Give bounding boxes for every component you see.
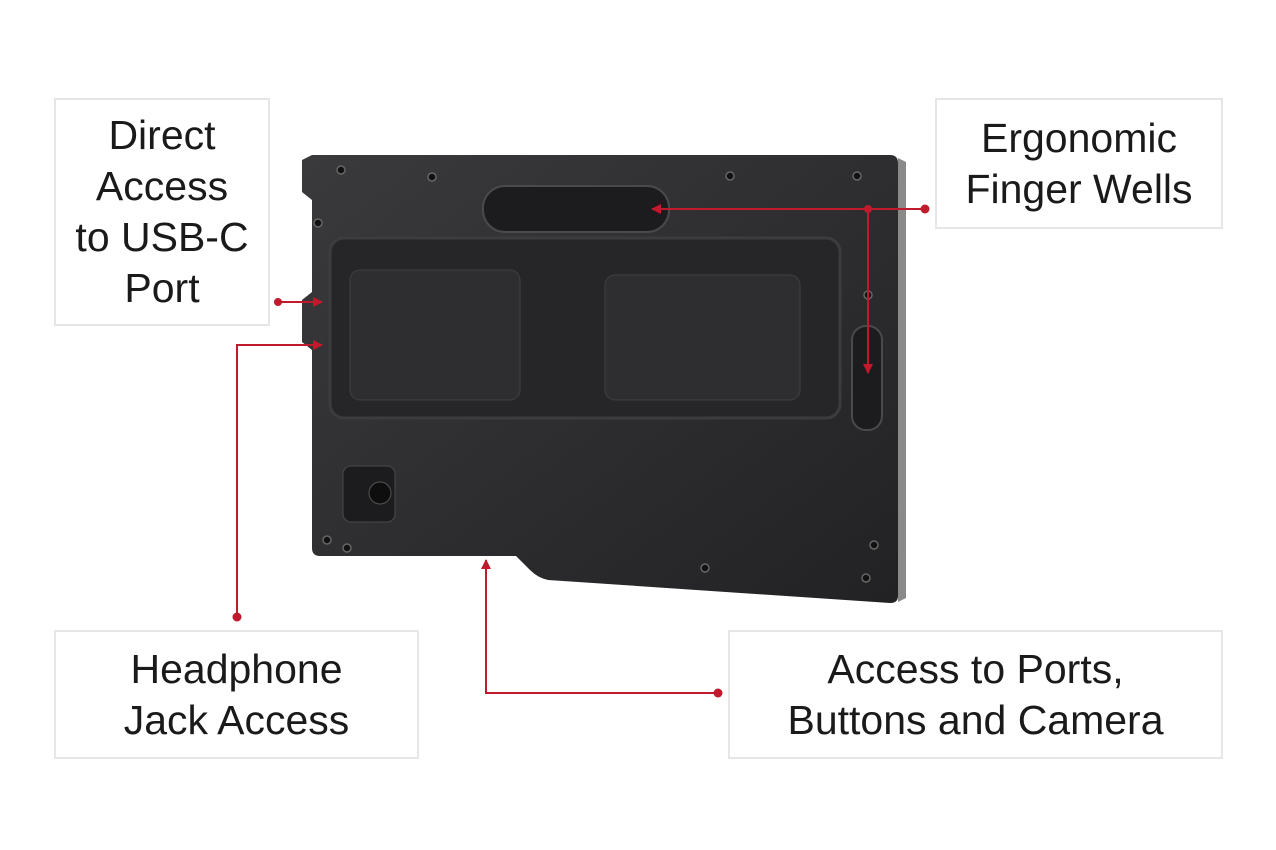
callout-line: Port — [124, 265, 200, 311]
callout-line: Headphone — [130, 645, 343, 692]
callout-line: Buttons and Camera — [787, 696, 1164, 743]
callout-headphone-jack: Headphone Jack Access — [54, 630, 419, 759]
top-finger-well — [482, 185, 670, 233]
callout-usb-c-access: Direct Access to USB-C Port — [54, 98, 270, 326]
card-case-device — [302, 155, 906, 603]
callout-line: Ergonomic — [981, 114, 1177, 161]
callout-line: Jack Access — [123, 696, 350, 743]
callout-line: Access to Ports, — [827, 645, 1124, 692]
callout-line: to USB-C — [75, 214, 249, 260]
callout-line: Direct — [108, 112, 216, 158]
callout-finger-wells: Ergonomic Finger Wells — [935, 98, 1223, 229]
callout-ports-buttons-camera: Access to Ports, Buttons and Camera — [728, 630, 1223, 759]
callout-leader-lines — [236, 204, 925, 694]
callout-line: Access — [95, 163, 229, 209]
callout-line: Finger Wells — [965, 165, 1193, 212]
